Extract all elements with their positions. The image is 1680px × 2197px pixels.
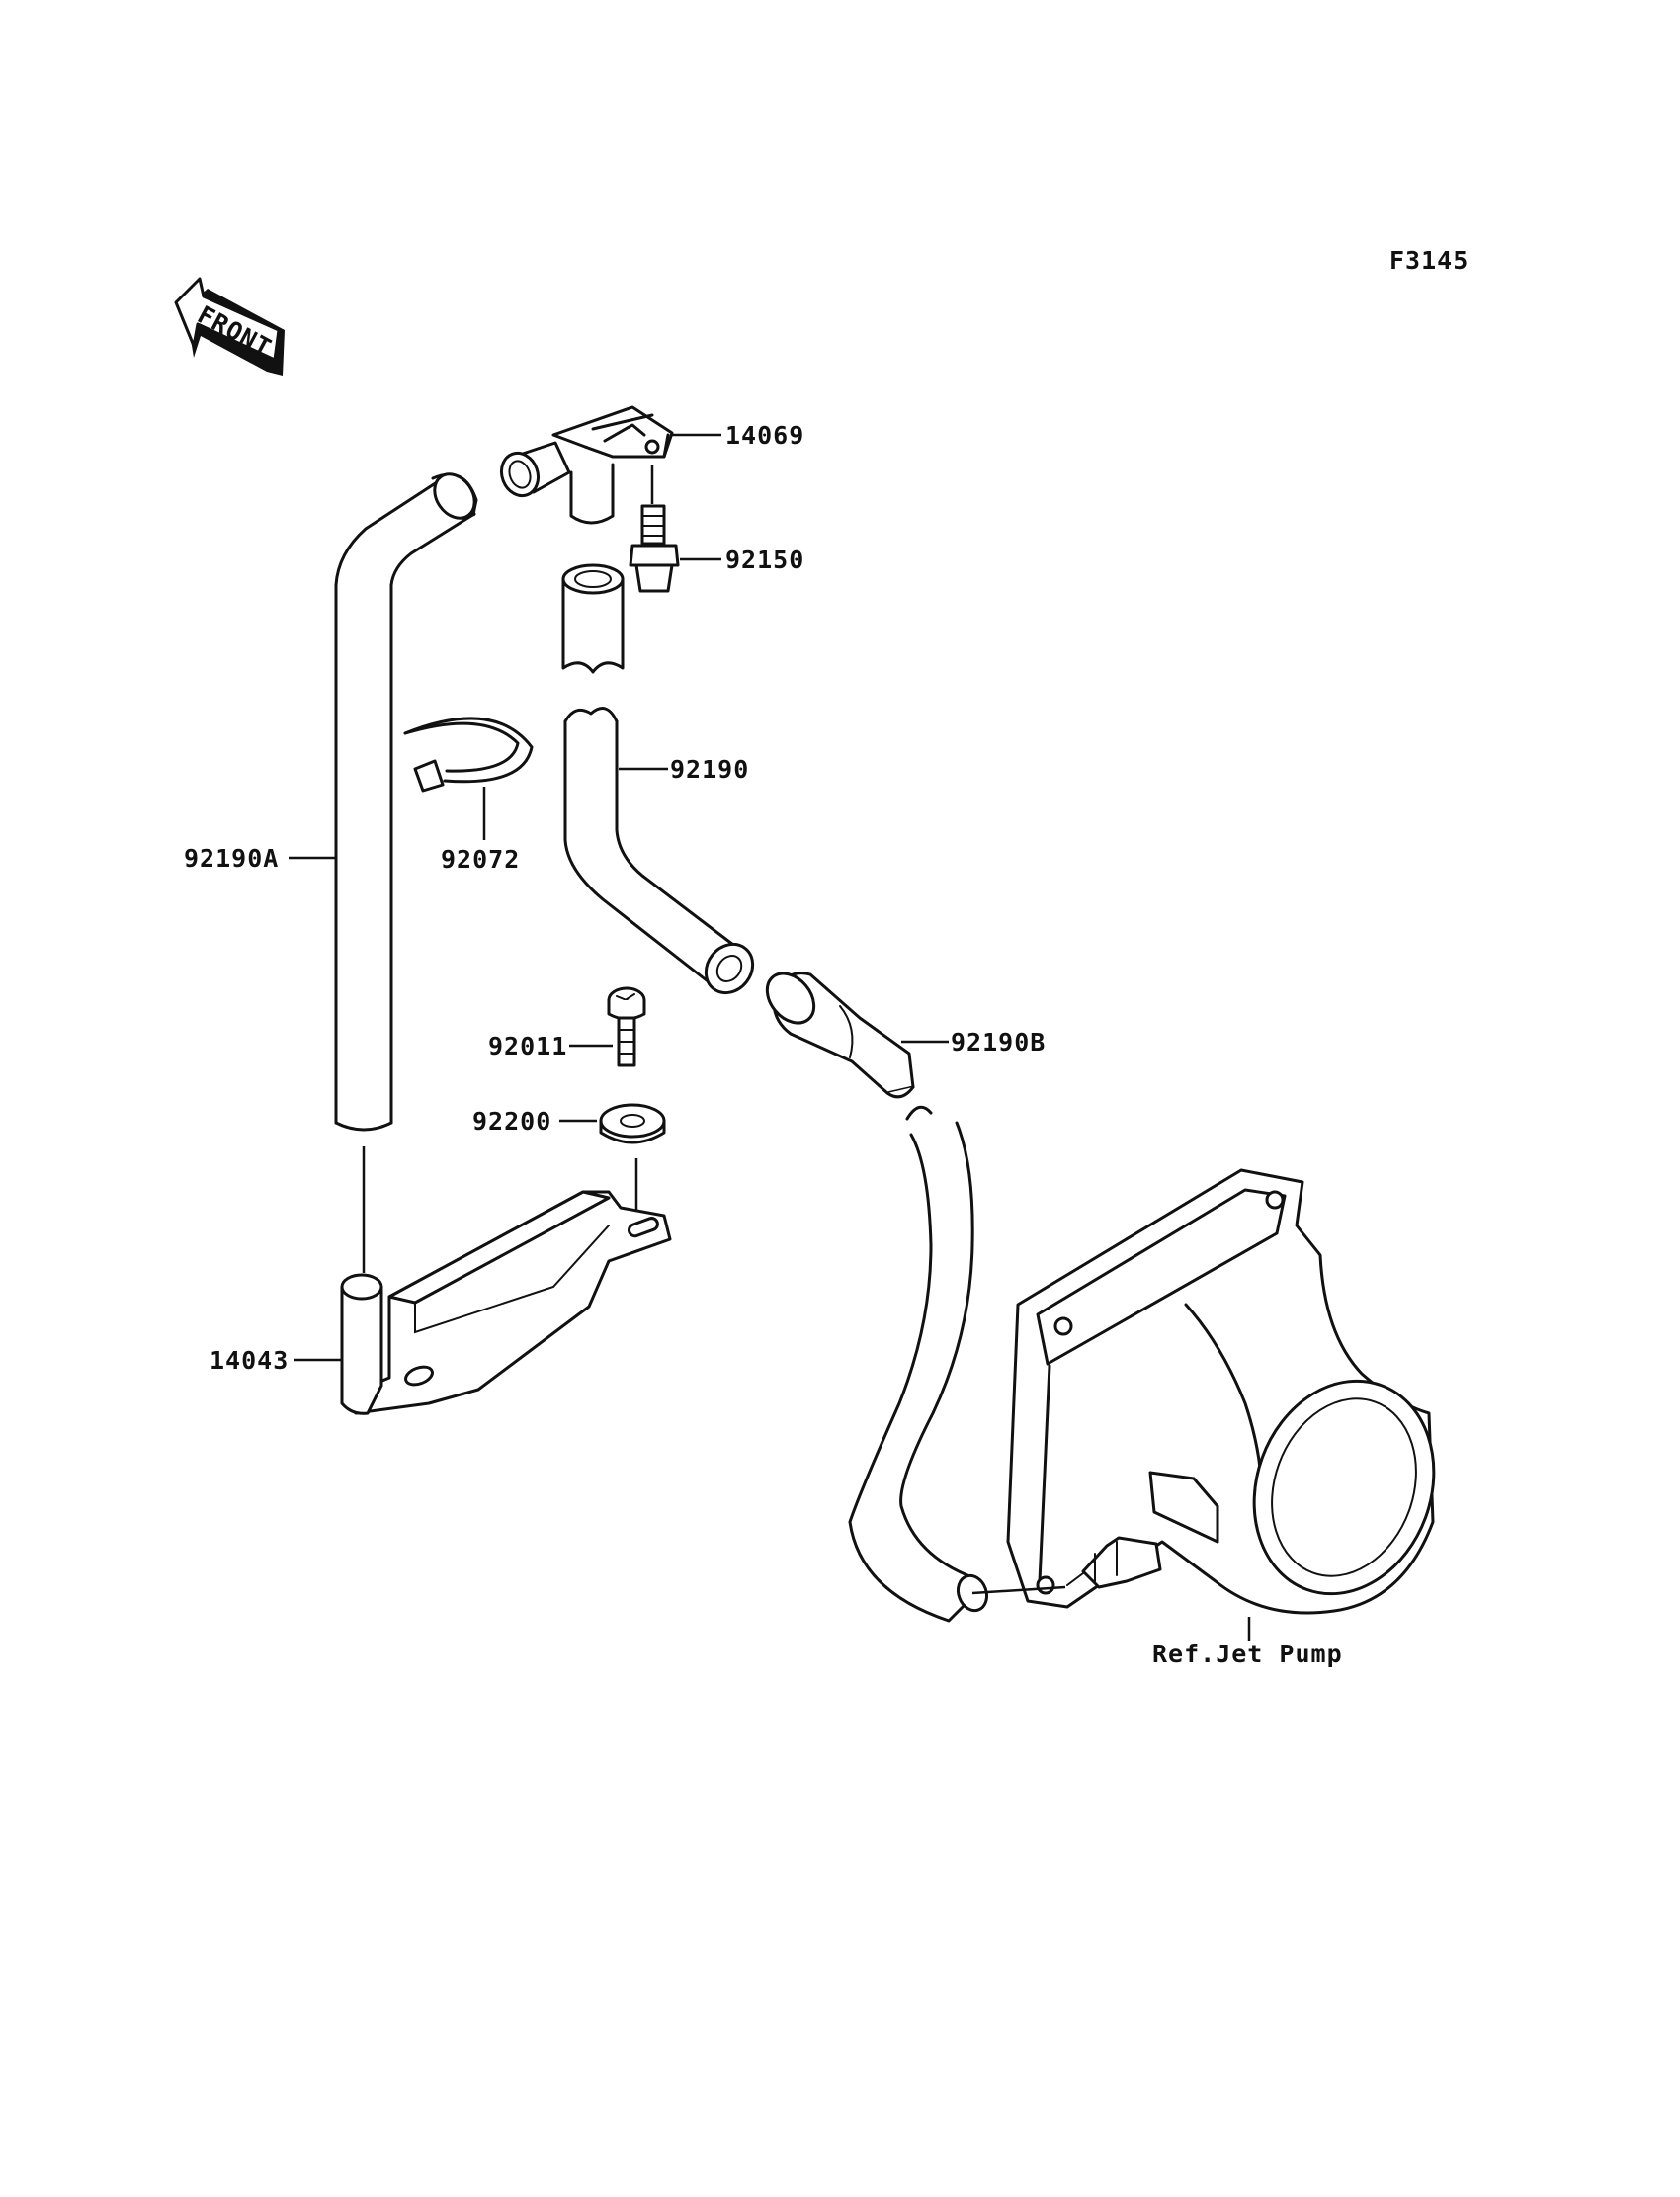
part-92190-hose: [563, 707, 755, 995]
front-arrow-icon: FRONT: [174, 277, 285, 376]
hose-to-jet-pump: [848, 1105, 989, 1623]
part-92190b-hose: [765, 972, 915, 1099]
part-92011-screw: [607, 986, 646, 1067]
part-92072-clamp: [403, 717, 534, 793]
part-label-92150: 92150: [725, 546, 804, 574]
part-label-92072: 92072: [441, 845, 520, 874]
part-label-92190: 92190: [670, 755, 749, 784]
part-label-14043: 14043: [210, 1346, 289, 1375]
part-92190a-hose: [334, 472, 478, 1132]
part-label-92190b: 92190B: [951, 1028, 1046, 1056]
part-label-92011: 92011: [488, 1032, 567, 1060]
part-14069-fitting: [499, 405, 674, 525]
part-92150-nipple: [629, 465, 680, 593]
jet-pump: [971, 1168, 1436, 1615]
short-hose-segment: [561, 563, 625, 674]
part-label-92200: 92200: [472, 1107, 551, 1136]
reference-label: Ref.Jet Pump: [1152, 1640, 1343, 1668]
part-label-92190a: 92190A: [184, 844, 279, 873]
figure-id: F3145: [1389, 246, 1469, 275]
part-label-14069: 14069: [725, 421, 804, 450]
part-92200-grommet: [599, 1103, 666, 1144]
part-14043-bracket: [340, 1146, 672, 1415]
